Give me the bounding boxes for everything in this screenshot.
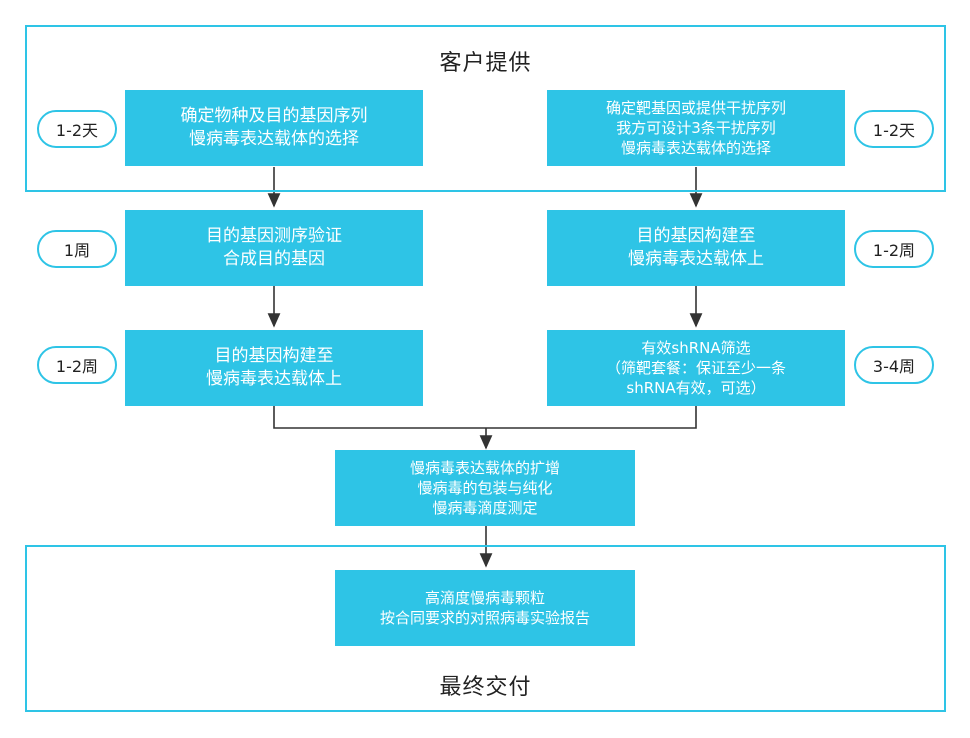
left-step-3-line-2: 慢病毒表达载体上 bbox=[206, 369, 342, 389]
bottom-section-frame: 最终交付 bbox=[25, 545, 946, 712]
right-step-3-line-2: （筛靶套餐：保证至少一条 bbox=[605, 358, 786, 377]
top-section-frame: 客户提供 bbox=[25, 25, 946, 192]
merge-line bbox=[273, 406, 697, 429]
top-section-title: 客户提供 bbox=[439, 51, 532, 76]
right-duration-1: 1-2天 bbox=[854, 110, 934, 148]
left-duration-3: 1-2周 bbox=[37, 346, 117, 384]
left-step-2-line-2: 合成目的基因 bbox=[223, 249, 325, 269]
bottom-section-title: 最终交付 bbox=[439, 675, 532, 700]
left-step-2: 目的基因测序验证 合成目的基因 bbox=[125, 210, 423, 286]
center-step-1-line-2: 慢病毒的包装与纯化 bbox=[417, 478, 553, 497]
right-duration-3: 3-4周 bbox=[854, 346, 934, 384]
right-step-2: 目的基因构建至 慢病毒表达载体上 bbox=[547, 210, 845, 286]
right-step-1-line-1: 确定靶基因或提供干扰序列 bbox=[605, 98, 786, 117]
center-step-2-line-2: 按合同要求的对照病毒实验报告 bbox=[379, 609, 590, 627]
left-step-1-line-1: 确定物种及目的基因序列 bbox=[180, 106, 368, 127]
right-step-3-line-3: shRNA有效，可选） bbox=[626, 379, 766, 398]
center-step-1: 慢病毒表达载体的扩增 慢病毒的包装与纯化 慢病毒滴度测定 bbox=[335, 450, 635, 526]
left-step-3-line-1: 目的基因构建至 bbox=[214, 346, 334, 367]
center-step-2: 高滴度慢病毒颗粒 按合同要求的对照病毒实验报告 bbox=[335, 570, 635, 646]
right-step-3-line-1: 有效shRNA筛选 bbox=[641, 338, 751, 357]
left-step-2-line-1: 目的基因测序验证 bbox=[206, 226, 342, 247]
left-duration-1: 1-2天 bbox=[37, 110, 117, 148]
center-step-1-line-1: 慢病毒表达载体的扩增 bbox=[409, 458, 560, 477]
left-step-1: 确定物种及目的基因序列 慢病毒表达载体的选择 bbox=[125, 90, 423, 166]
center-step-2-line-1: 高滴度慢病毒颗粒 bbox=[424, 588, 545, 607]
right-step-3: 有效shRNA筛选 （筛靶套餐：保证至少一条 shRNA有效，可选） bbox=[547, 330, 845, 406]
left-step-3: 目的基因构建至 慢病毒表达载体上 bbox=[125, 330, 423, 406]
right-step-1-line-2: 我方可设计3条干扰序列 bbox=[616, 118, 776, 137]
center-step-1-line-3: 慢病毒滴度测定 bbox=[432, 499, 538, 518]
right-duration-2: 1-2周 bbox=[854, 230, 934, 268]
left-duration-2: 1周 bbox=[37, 230, 117, 268]
left-step-1-line-2: 慢病毒表达载体的选择 bbox=[189, 129, 359, 149]
right-step-1-line-3: 慢病毒表达载体的选择 bbox=[620, 139, 771, 158]
right-step-2-line-1: 目的基因构建至 bbox=[636, 226, 756, 247]
right-step-2-line-2: 慢病毒表达载体上 bbox=[628, 249, 764, 269]
right-step-1: 确定靶基因或提供干扰序列 我方可设计3条干扰序列 慢病毒表达载体的选择 bbox=[547, 90, 845, 166]
